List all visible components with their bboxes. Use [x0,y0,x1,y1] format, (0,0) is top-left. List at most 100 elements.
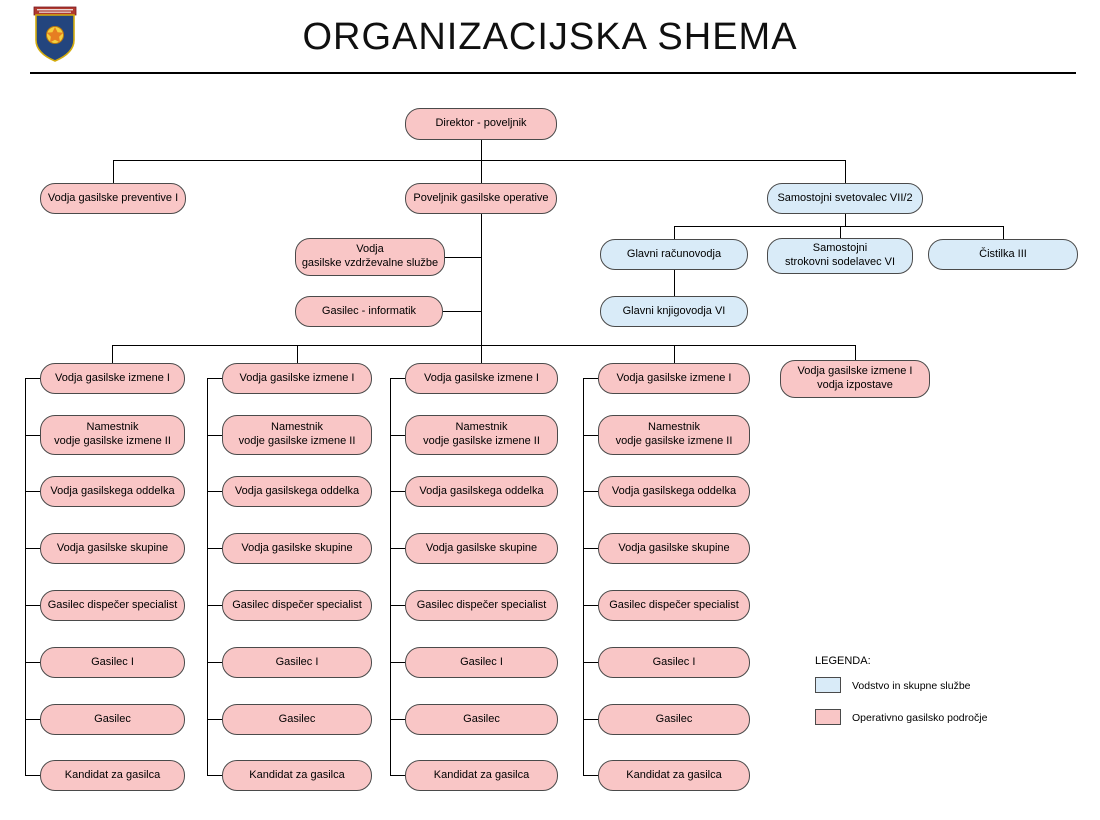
legend-title: LEGENDA: [815,655,871,667]
column-2-node-5: Gasilec dispečer specialist [222,590,372,621]
connector-line [25,662,40,663]
legend-swatch-operative [815,709,841,725]
connector-line [583,378,598,379]
connector-line [583,491,598,492]
connector-line [207,719,222,720]
column-3-node-3: Vodja gasilskega oddelka [405,476,558,507]
column-1-node-7: Gasilec [40,704,185,735]
column-2-node-6: Gasilec I [222,647,372,678]
title-divider [30,72,1076,74]
connector-line [390,548,405,549]
column-4-node-3: Vodja gasilskega oddelka [598,476,750,507]
column-2-node-1: Vodja gasilske izmene I [222,363,372,394]
column-3-node-4: Vodja gasilske skupine [405,533,558,564]
connector-line [25,548,40,549]
node-glavni-knjigovodja: Glavni knjigovodja VI [600,296,748,327]
connector-line [25,378,26,775]
column-4-node-4: Vodja gasilske skupine [598,533,750,564]
column-1-node-6: Gasilec I [40,647,185,678]
connector-line [840,226,841,238]
connector-line [390,435,405,436]
column-5-node-1: Vodja gasilske izmene I vodja izpostave [780,360,930,398]
legend-swatch-management [815,677,841,693]
connector-line [112,345,113,363]
node-samostojni-strokovni-sodelavec: Samostojni strokovni sodelavec VI [767,238,913,274]
node-cistilka: Čistilka III [928,239,1078,270]
connector-line [845,160,846,183]
connector-line [25,605,40,606]
connector-line [207,775,222,776]
connector-line [481,140,482,160]
connector-line [445,257,481,258]
column-1-node-8: Kandidat za gasilca [40,760,185,791]
column-4-node-7: Gasilec [598,704,750,735]
column-3-node-6: Gasilec I [405,647,558,678]
connector-line [112,345,855,346]
connector-line [583,662,598,663]
connector-line [390,775,405,776]
node-vodja-vzdrzevalne-sluzbe: Vodja gasilske vzdrževalne službe [295,238,445,276]
brigade-crest-logo [33,6,77,62]
connector-line [390,605,405,606]
connector-line [390,378,391,775]
column-1-node-4: Vodja gasilske skupine [40,533,185,564]
connector-line [674,270,675,296]
column-3-node-8: Kandidat za gasilca [405,760,558,791]
column-1-node-2: Namestnik vodje gasilske izmene II [40,415,185,455]
connector-line [25,491,40,492]
connector-line [113,160,845,161]
connector-line [25,719,40,720]
connector-line [855,345,856,360]
column-2-node-3: Vodja gasilskega oddelka [222,476,372,507]
connector-line [583,378,584,775]
column-4-node-5: Gasilec dispečer specialist [598,590,750,621]
legend-label-operative: Operativno gasilsko področje [852,712,988,724]
connector-line [390,378,405,379]
column-1-node-5: Gasilec dispečer specialist [40,590,185,621]
connector-line [583,719,598,720]
connector-line [583,775,598,776]
column-2-node-2: Namestnik vodje gasilske izmene II [222,415,372,455]
column-4-node-6: Gasilec I [598,647,750,678]
connector-line [583,605,598,606]
column-4-node-8: Kandidat za gasilca [598,760,750,791]
connector-line [443,311,481,312]
legend-label-management: Vodstvo in skupne službe [852,680,971,692]
column-2-node-4: Vodja gasilske skupine [222,533,372,564]
node-glavni-racunovodja: Glavni računovodja [600,239,748,270]
column-3-node-5: Gasilec dispečer specialist [405,590,558,621]
column-1-node-1: Vodja gasilske izmene I [40,363,185,394]
connector-line [297,345,298,363]
connector-line [1003,226,1004,239]
connector-line [207,378,222,379]
column-3-node-2: Namestnik vodje gasilske izmene II [405,415,558,455]
column-3-node-7: Gasilec [405,704,558,735]
node-vodja-gasilske-preventive: Vodja gasilske preventive I [40,183,186,214]
column-2-node-7: Gasilec [222,704,372,735]
node-direktor-poveljnik: Direktor - poveljnik [405,108,557,140]
column-1-node-3: Vodja gasilskega oddelka [40,476,185,507]
page-title: ORGANIZACIJSKA SHEMA [302,16,798,58]
connector-line [481,345,482,363]
connector-line [25,435,40,436]
column-4-node-2: Namestnik vodje gasilske izmene II [598,415,750,455]
connector-line [845,214,846,226]
connector-line [481,214,482,345]
connector-line [25,378,40,379]
column-4-node-1: Vodja gasilske izmene I [598,363,750,394]
connector-line [207,662,222,663]
connector-line [674,226,1003,227]
connector-line [207,435,222,436]
connector-line [674,345,675,363]
connector-line [113,160,114,183]
column-2-node-8: Kandidat za gasilca [222,760,372,791]
connector-line [207,491,222,492]
connector-line [674,226,675,239]
connector-line [207,605,222,606]
connector-line [390,719,405,720]
connector-line [390,662,405,663]
connector-line [25,775,40,776]
connector-line [583,548,598,549]
connector-line [207,548,222,549]
